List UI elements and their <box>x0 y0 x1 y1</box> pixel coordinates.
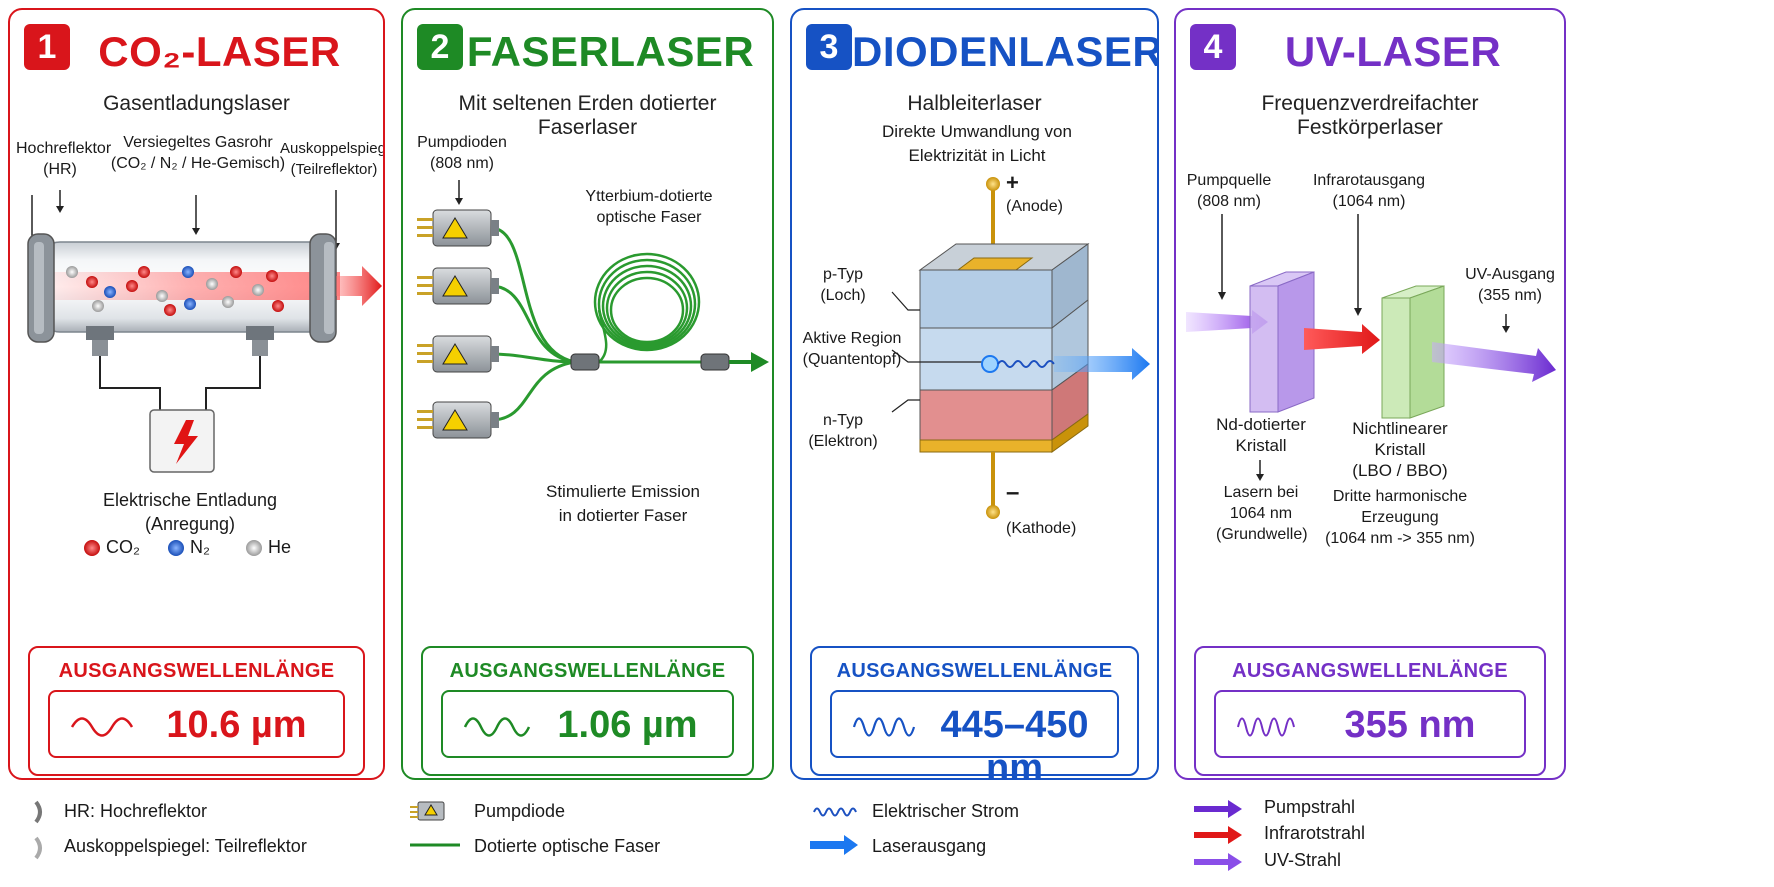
label-plus: + <box>1006 170 1019 195</box>
gas-legend-co2: CO₂ <box>106 537 140 557</box>
legend-uv-beam: UV-Strahl <box>1264 850 1342 870</box>
panel-diode-laser: 3 DIODENLASER Halbleiterlaser <box>790 8 1159 780</box>
label-electrical-discharge: Elektrische Entladung (Anregung) <box>102 490 278 534</box>
doped-fiber-line-icon <box>410 843 460 847</box>
panel-subtitle: Halbleiterlaser <box>907 92 1042 115</box>
diode-laser-diagram <box>891 177 1150 519</box>
panel-title: UV-LASER <box>1284 28 1502 75</box>
panel-number-badge: 2 <box>417 24 463 70</box>
wave-icon <box>852 717 916 737</box>
label-minus: – <box>1006 479 1020 506</box>
label-nonlinear-crystal: Nichtlinearer Kristall (LBO / BBO) <box>1352 419 1448 480</box>
output-wavelength-value: 10.6 µm <box>166 704 307 746</box>
output-wavelength-value: 355 nm <box>1344 704 1476 746</box>
output-wavelength-box: AUSGANGSWELLENLÄNGE 445–450 nm <box>810 646 1139 778</box>
hr-mirror-icon <box>34 800 42 824</box>
output-wavelength-inner: 445–450 nm <box>830 690 1119 778</box>
co2-laser-diagram <box>27 190 382 556</box>
panel-uv-laser: 4 UV-LASER Frequenzverdreifachter Festkö… <box>1174 8 1566 780</box>
panel-subtitle: Gasentladungslaser <box>103 92 290 115</box>
output-wavelength-inner: 355 nm <box>1214 690 1526 758</box>
label-pump-source: Pumpquelle (808 nm) <box>1186 172 1272 210</box>
uv-laser-diagram <box>1186 214 1556 481</box>
panel-number-badge: 4 <box>1190 24 1236 70</box>
pump-diode-icon <box>410 801 445 821</box>
output-wavelength-heading: AUSGANGSWELLENLÄNGE <box>449 660 726 682</box>
label-hr: Hochreflektor (HR) <box>16 140 112 178</box>
label-p-type: p-Typ (Loch) <box>820 266 866 304</box>
label-third-harmonic: Dritte harmonische Erzeugung (1064 nm ->… <box>1325 488 1475 547</box>
legend-pump-diode: Pumpdiode <box>474 801 566 821</box>
label-anode: (Anode) <box>1006 198 1063 215</box>
wave-icon <box>463 717 531 737</box>
legend-laser-output: Laserausgang <box>872 836 987 856</box>
label-uv-output: UV-Ausgang (355 nm) <box>1465 266 1555 304</box>
electric-current-icon <box>813 807 857 817</box>
panel-subtitle: Mit seltenen Erden dotierter Faserlaser <box>458 92 717 139</box>
label-output-coupler: Auskoppelspiegel (Teilreflektor) <box>280 140 385 178</box>
gas-legend-he: He <box>268 537 292 557</box>
label-stimulated-emission: Stimulierte Emission in dotierter Faser <box>546 482 700 525</box>
legend-electric-current: Elektrischer Strom <box>872 801 1020 821</box>
output-wavelength-heading: AUSGANGSWELLENLÄNGE <box>58 660 335 682</box>
pump-beam-arrow-icon <box>1194 800 1242 818</box>
panel-number-badge: 1 <box>24 24 70 70</box>
legend-pump-beam: Pumpstrahl <box>1264 797 1356 817</box>
output-wavelength-box: AUSGANGSWELLENLÄNGE 355 nm <box>1194 646 1546 776</box>
label-direct-conversion: Direkte Umwandlung von Elektrizität in L… <box>882 122 1072 165</box>
output-wavelength-inner: 1.06 µm <box>441 690 734 758</box>
uv-beam-arrow-icon <box>1194 853 1242 871</box>
legend-output-coupler: Auskoppelspiegel: Teilreflektor <box>64 836 307 856</box>
output-wavelength-heading: AUSGANGSWELLENLÄNGE <box>836 660 1113 682</box>
label-gas-tube: Versiegeltes Gasrohr (CO₂ / N₂ / He-Gemi… <box>110 134 286 172</box>
output-wavelength-box: AUSGANGSWELLENLÄNGE 1.06 µm <box>421 646 754 776</box>
panel-title: FASERLASER <box>466 28 755 75</box>
output-wavelength-box: AUSGANGSWELLENLÄNGE 10.6 µm <box>28 646 365 776</box>
legend-doped-fiber: Dotierte optische Faser <box>474 836 661 856</box>
gas-legend-n2: N₂ <box>190 537 210 557</box>
panel-subtitle: Frequenzverdreifachter Festkörperlaser <box>1261 92 1479 139</box>
panel-co2-laser: 1 CO₂-LASER Gasentladungslaser <box>8 8 385 780</box>
legend-hr: HR: Hochreflektor <box>64 801 208 821</box>
label-ytterbium-fiber: Ytterbium-dotierte optische Faser <box>585 188 713 226</box>
output-wavelength-inner: 10.6 µm <box>48 690 345 758</box>
infrared-beam-arrow-icon <box>1194 826 1242 844</box>
label-infrared-output: Infrarotausgang (1064 nm) <box>1312 172 1426 210</box>
panel-fiber-laser: 2 FASERLASER Mit seltenen Erden dotierte… <box>401 8 774 780</box>
label-n-type: n-Typ (Elektron) <box>808 412 878 450</box>
label-cathode: (Kathode) <box>1006 520 1077 537</box>
laser-output-arrow-icon <box>810 835 858 855</box>
output-coupler-icon <box>34 836 42 860</box>
panel-number-badge: 3 <box>806 24 852 70</box>
label-nd-crystal: Nd-dotierter Kristall <box>1216 415 1306 455</box>
fiber-laser-diagram <box>417 180 769 439</box>
label-pump-diodes: Pumpdioden (808 nm) <box>417 134 507 172</box>
panel-title: DIODENLASER <box>852 28 1159 75</box>
output-wavelength-value: 445–450 nm <box>940 704 1089 780</box>
output-wavelength-heading: AUSGANGSWELLENLÄNGE <box>1232 660 1508 682</box>
legend-infrared-beam: Infrarotstrahl <box>1264 823 1366 843</box>
wave-icon <box>1237 717 1295 737</box>
output-wavelength-value: 1.06 µm <box>557 704 698 746</box>
label-active-region: Aktive Region (Quantentopf) <box>802 330 902 368</box>
panel-title: CO₂-LASER <box>98 28 341 75</box>
wave-icon <box>70 717 134 737</box>
label-lasing-1064: Lasern bei 1064 nm (Grundwelle) <box>1216 484 1308 543</box>
